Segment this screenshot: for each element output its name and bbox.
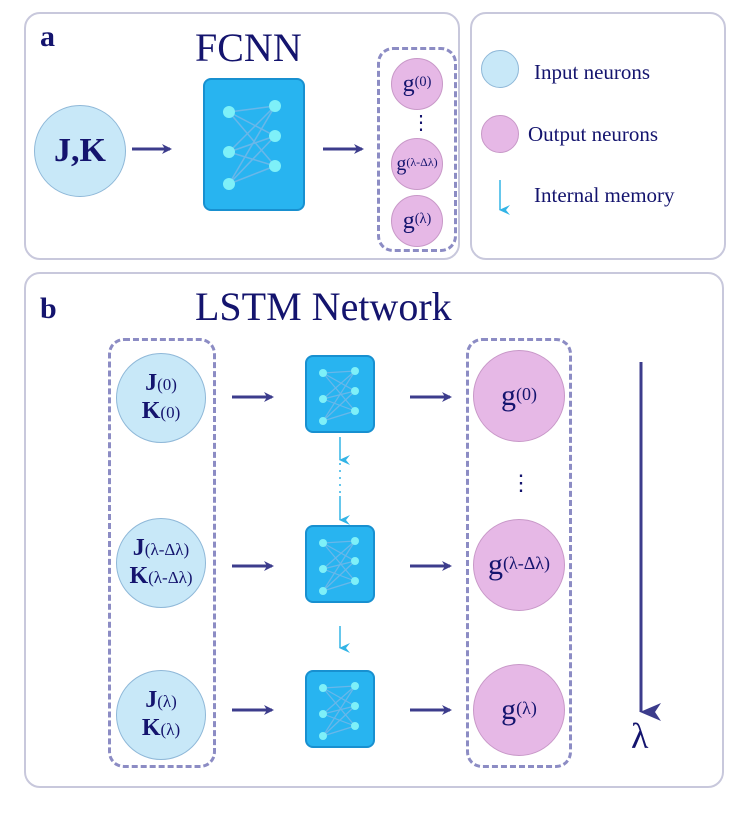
legend-memory-label: Internal memory [534,183,675,207]
network-graph-icon [319,682,359,740]
fcnn-output-neuron-0: g(0) [391,58,443,110]
legend-output-swatch [481,115,519,153]
panel-a-title: FCNN [195,25,302,70]
lstm-input-group [108,338,216,768]
fcnn-input-neuron: J,K [34,105,126,197]
network-graph-icon [223,100,281,190]
fcnn-vertical-dots: ⋮ [411,112,431,134]
lstm-vertical-dots: ⋮ [510,470,532,495]
lstm-output-neuron-1: g(λ-Δλ) [473,519,565,611]
lstm-input-neuron-1: J(λ-Δλ) K(λ-Δλ) [116,518,206,608]
fcnn-input-label: J,K [54,132,106,169]
lstm-cell-1 [305,525,375,603]
lstm-output-neuron-0: g(0) [473,350,565,442]
panel-a-letter: a [40,20,55,53]
network-graph-icon [319,537,359,595]
lstm-output-group [466,338,572,768]
legend-input-label: Input neurons [534,60,651,84]
fcnn-network-icon [203,78,305,211]
panel-b-title: LSTM Network [195,284,452,329]
lstm-output-neuron-2: g(λ) [473,664,565,756]
fcnn-output-group [377,47,457,252]
lstm-cell-2 [305,670,375,748]
lstm-input-neuron-2: J(λ) K(λ) [116,670,206,760]
lstm-cell-0 [305,355,375,433]
fcnn-output-neuron-2: g(λ) [391,195,443,247]
panel-b-letter: b [40,292,57,325]
legend-input-swatch [481,50,519,88]
fcnn-output-neuron-1: g(λ-Δλ) [391,138,443,190]
lambda-axis-label: λ [631,716,649,756]
legend-output-label: Output neurons [528,122,659,146]
lstm-input-neuron-0: J(0) K(0) [116,353,206,443]
network-graph-icon [319,367,359,425]
